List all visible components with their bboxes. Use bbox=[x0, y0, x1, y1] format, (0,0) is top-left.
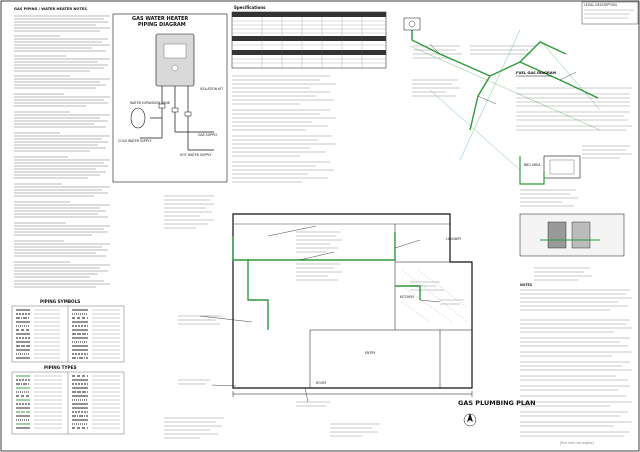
piping-symbols-title: PIPING SYMBOLS bbox=[40, 299, 81, 304]
north-arrow-icon bbox=[463, 413, 477, 427]
water-expansion-tank-label: WATER EXPANSION TANK bbox=[130, 101, 170, 105]
piping-symbols-table bbox=[11, 305, 125, 363]
expansion-tank-icon bbox=[130, 107, 146, 129]
room-hatch bbox=[401, 269, 469, 323]
gas-plumbing-plan bbox=[178, 213, 473, 407]
plan-callout-text bbox=[178, 231, 464, 407]
bbq-area bbox=[519, 145, 632, 185]
legal-description-block bbox=[581, 1, 639, 25]
specifications-title: Specifications bbox=[234, 5, 266, 10]
laundry-label: LAUNDRY bbox=[446, 237, 462, 241]
room-label: ROOM bbox=[316, 381, 326, 385]
gas-water-heater-title: GAS WATER HEATER bbox=[132, 16, 189, 22]
right-notes-columns bbox=[520, 189, 632, 437]
gas-supply-label: GAS SUPPLY bbox=[198, 133, 218, 137]
entry-label: ENTRY bbox=[365, 351, 376, 355]
header-notes-title: GAS PIPING / WATER HEATER NOTES bbox=[14, 7, 87, 11]
gas-meter-icon bbox=[403, 17, 421, 31]
kitchen-label: KITCHEN bbox=[400, 295, 414, 299]
fuel-gas-diagram-title: FUEL GAS DIAGRAM bbox=[516, 71, 557, 75]
building-outline bbox=[232, 213, 473, 389]
bottom-notes bbox=[164, 417, 380, 439]
leader-lines bbox=[199, 225, 441, 403]
hot-water-supply-label: HOT WATER SUPPLY bbox=[180, 153, 212, 157]
water-heater-piping-diagram bbox=[112, 13, 228, 183]
plan-dimension-marks bbox=[232, 391, 473, 397]
legal-description-title: LEGAL DESCRIPTION bbox=[584, 3, 617, 7]
fuel-gas-diagram-table bbox=[516, 75, 632, 131]
notes-label: NOTES bbox=[520, 283, 533, 287]
cold-water-supply-label: COLD WATER SUPPLY bbox=[118, 139, 152, 143]
left-notes-column bbox=[14, 15, 110, 288]
interior-walls bbox=[309, 224, 472, 388]
illegible-text-note: [fine text not legible] bbox=[560, 441, 594, 445]
specifications-block bbox=[231, 11, 387, 69]
isolation-kit-label: ISOLATION KIT bbox=[200, 87, 224, 91]
piping-diagram-title: PIPING DIAGRAM bbox=[138, 22, 186, 28]
gas-line-plan bbox=[232, 232, 421, 330]
piping-types-table bbox=[11, 371, 125, 435]
bbq-icon bbox=[543, 155, 581, 179]
gas-plumbing-plan-title: GAS PLUMBING PLAN bbox=[458, 399, 536, 407]
piping-types-title: PIPING TYPES bbox=[44, 365, 77, 370]
upper-right-notes bbox=[412, 45, 536, 97]
bbq-area-label: BBQ AREA bbox=[524, 163, 541, 167]
piping-type-rows bbox=[16, 375, 120, 429]
piping-symbol-rows bbox=[16, 309, 120, 359]
heater-valves bbox=[158, 103, 192, 117]
wall-section-detail bbox=[519, 213, 625, 281]
water-heater-icon bbox=[155, 33, 195, 87]
central-notes bbox=[164, 75, 336, 229]
